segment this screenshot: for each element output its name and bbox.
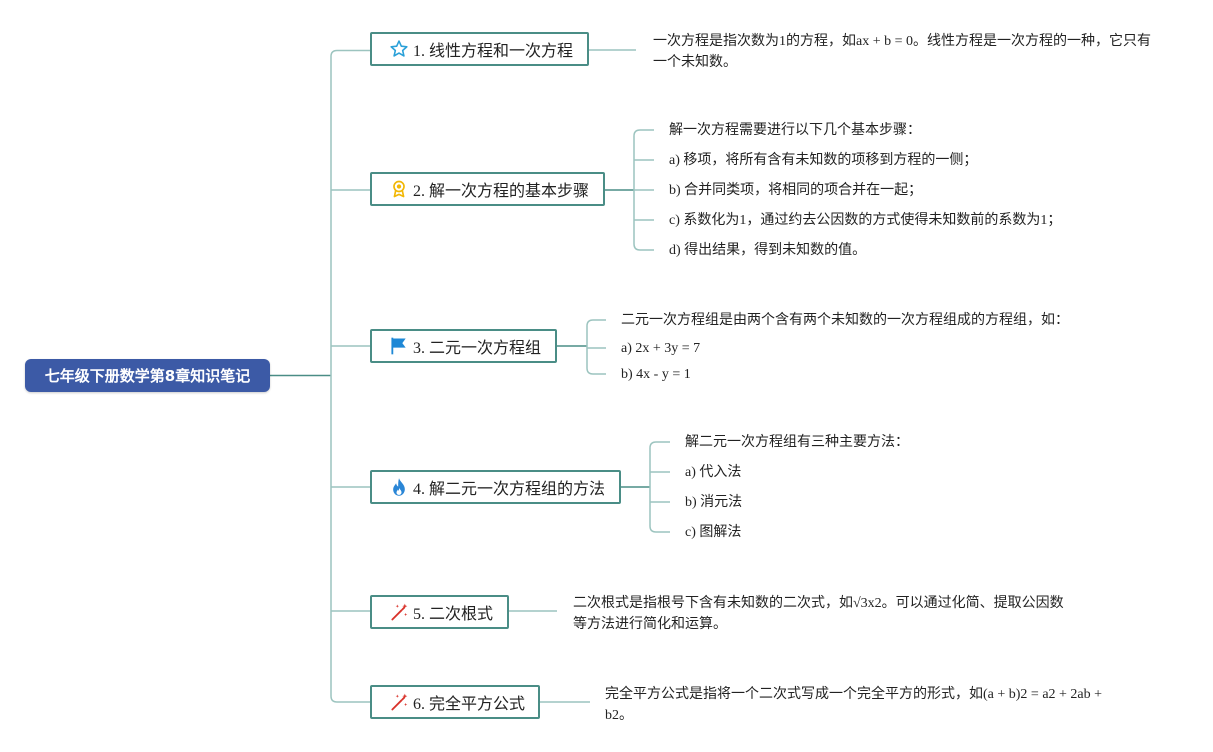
topic-3-linear-systems[interactable]: 3. 二元一次方程组 [370,329,557,363]
flag-icon [388,335,410,357]
topic-2-label: 2. 解一次方程的基本步骤 [413,183,590,200]
root-topic[interactable]: 七年级下册数学第8章知识笔记 [25,359,270,392]
topic-2-item: a) 移项，将所有含有未知数的项移到方程的一侧； [669,153,978,168]
flame-icon [388,476,410,498]
topic-5-label: 5. 二次根式 [413,606,494,623]
award-icon [388,178,410,200]
topic-5-quadratic-radicals[interactable]: 5. 二次根式 [370,595,509,629]
wand-icon [388,601,410,623]
topic-6-label: 6. 完全平方公式 [413,696,526,713]
topic-1-note: 一次方程是指次数为1的方程，如ax + b = 0。线性方程是一次方程的一种，它… [653,34,1152,70]
topic-3-item: b) 4x - y = 1 [621,367,691,382]
topic-1-linear-equations[interactable]: 1. 线性方程和一次方程 [370,32,589,66]
topic-6-note: 完全平方公式是指将一个二次式写成一个完全平方的形式，如(a + b)2 = a2… [605,687,1103,723]
topic-2-item: b) 合并同类项，将相同的项合并在一起； [669,183,923,198]
topic-2-solving-steps[interactable]: 2. 解一次方程的基本步骤 [370,172,605,206]
topic-2-item: c) 系数化为1，通过约去公因数的方式使得未知数前的系数为1； [669,213,1062,228]
topic-1-label: 1. 线性方程和一次方程 [413,43,574,60]
topic-4-item: a) 代入法 [685,465,742,480]
topic-5-note: 二次根式是指根号下含有未知数的二次式，如√3x2。可以通过化简、提取公因数等方法… [573,596,1064,632]
topic-4-label: 4. 解二元一次方程组的方法 [413,481,606,498]
topic-6-perfect-square[interactable]: 6. 完全平方公式 [370,685,540,719]
wand-icon [388,691,410,713]
topic-3-item: 二元一次方程组是由两个含有两个未知数的一次方程组成的方程组，如： [621,313,1069,328]
topic-2-item: 解一次方程需要进行以下几个基本步骤： [669,123,921,138]
star-icon [388,38,410,60]
topic-2-item: d) 得出结果，得到未知数的值。 [669,243,867,258]
topic-4-item: 解二元一次方程组有三种主要方法： [685,435,909,450]
topic-4-item: b) 消元法 [685,495,743,510]
topic-4-solving-systems[interactable]: 4. 解二元一次方程组的方法 [370,470,621,504]
topic-4-item: c) 图解法 [685,525,742,540]
root-topic-label: 七年级下册数学第8章知识笔记 [44,367,251,385]
topic-3-item: a) 2x + 3y = 7 [621,341,701,356]
topic-3-label: 3. 二元一次方程组 [413,340,542,357]
